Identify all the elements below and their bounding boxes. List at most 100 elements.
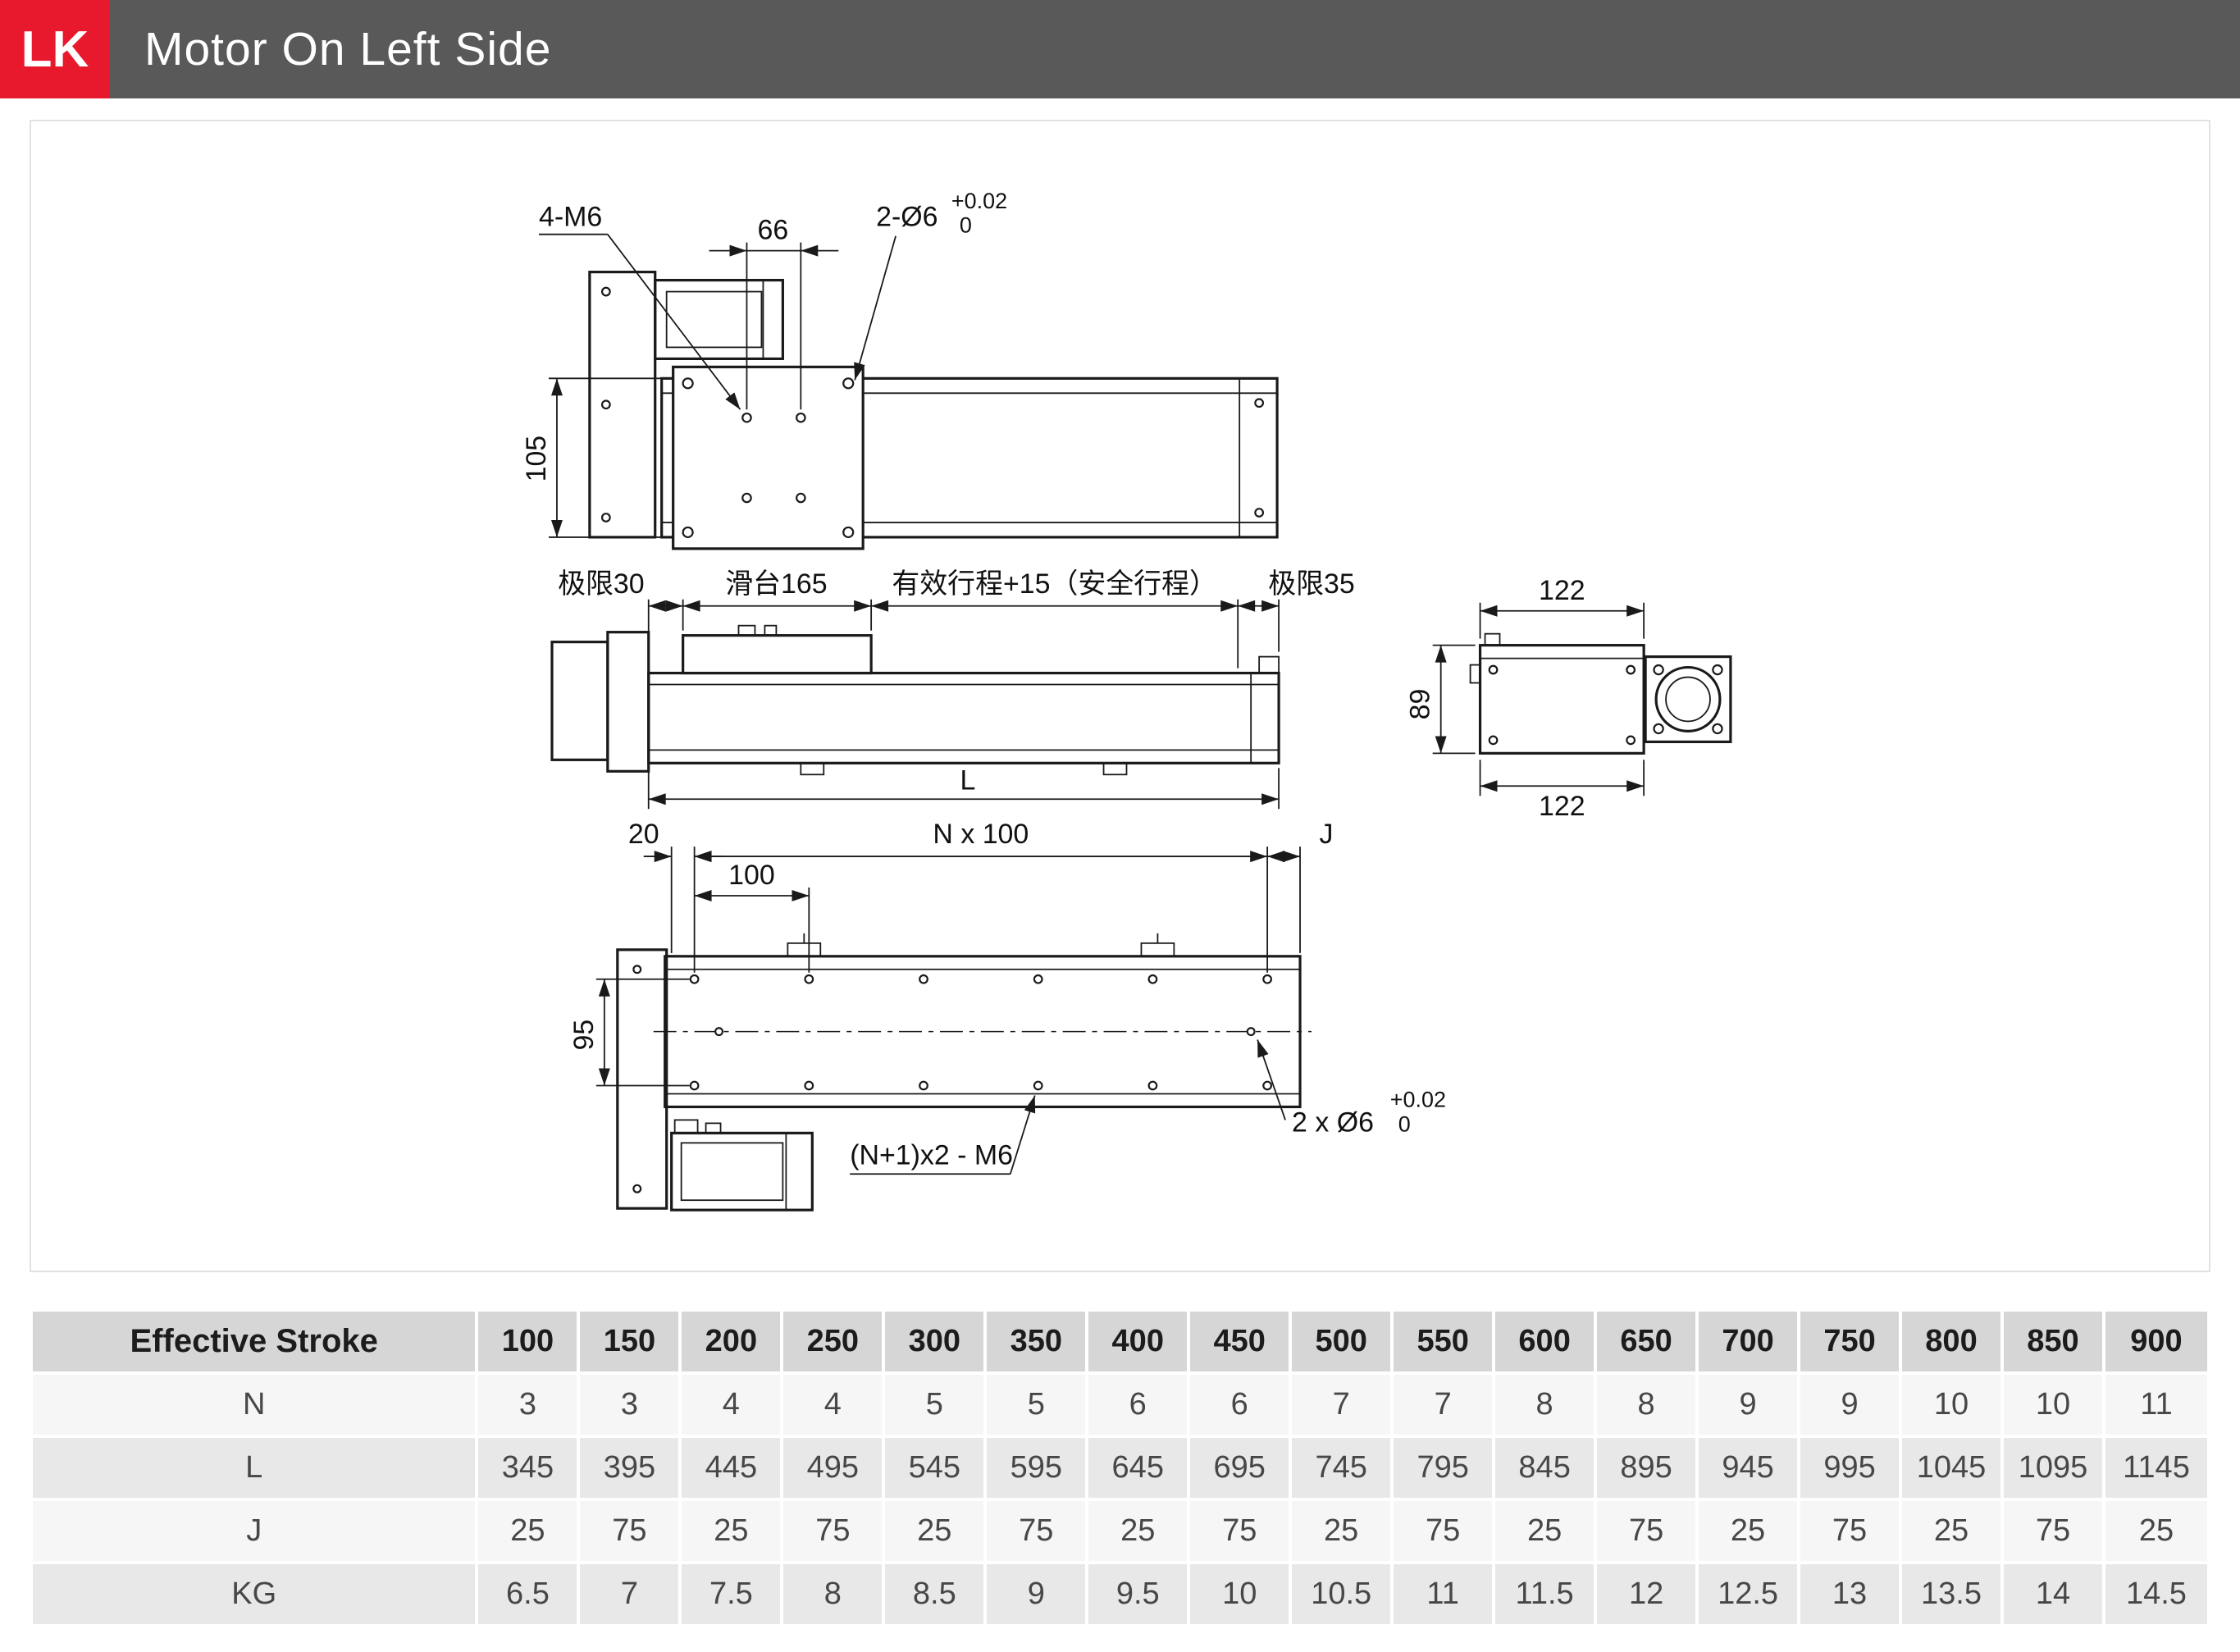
col-header-stroke-value: 900 <box>2105 1312 2207 1371</box>
dim-label: 122 <box>1539 791 1585 822</box>
table-cell: 25 <box>478 1501 581 1561</box>
end-plate <box>588 271 657 539</box>
carriage <box>672 365 865 550</box>
dim-label: L <box>960 764 975 796</box>
table-cell: 25 <box>1902 1501 2004 1561</box>
table-cell: 25 <box>885 1501 988 1561</box>
table-cell: 745 <box>1292 1438 1394 1498</box>
dim-label: 4-M6 <box>539 202 602 233</box>
dim-122-bottom: 122 <box>1479 760 1645 822</box>
table-cell: 11.5 <box>1495 1564 1598 1624</box>
table-cell: 10 <box>2003 1375 2105 1435</box>
table-cell: 645 <box>1088 1438 1191 1498</box>
table-cell: 395 <box>580 1438 682 1498</box>
table-cell: 12.5 <box>1699 1564 1801 1624</box>
dim-label: (N+1)x2 - M6 <box>850 1139 1013 1171</box>
drawing-panel: 4-M6 66 2-Ø6 +0.02 0 105 <box>30 120 2210 1272</box>
top-view: 4-M6 66 2-Ø6 +0.02 0 105 <box>521 189 1279 550</box>
table-cell: 7.5 <box>682 1564 784 1624</box>
col-header-stroke-value: 750 <box>1800 1312 1903 1371</box>
table-cell: 5 <box>885 1375 988 1435</box>
table-cell: 75 <box>783 1501 886 1561</box>
table-cell: 75 <box>580 1501 682 1561</box>
table-cell: 495 <box>783 1438 886 1498</box>
table-cell: 695 <box>1190 1438 1293 1498</box>
table-cell: 14.5 <box>2105 1564 2207 1624</box>
row-label: J <box>33 1501 479 1561</box>
page-title: Motor On Left Side <box>144 23 552 75</box>
table-cell: 1045 <box>1902 1438 2004 1498</box>
side-view: 极限30 滑台165 有效行程+15（安全行程） 极限35 L <box>550 568 1355 810</box>
table-cell: 6.5 <box>478 1564 581 1624</box>
brand-badge: LK <box>0 0 110 98</box>
table-cell: 8.5 <box>885 1564 988 1624</box>
dim-label-slider: 滑台165 <box>725 568 827 600</box>
table-cell: 9 <box>1800 1375 1903 1435</box>
table-cell: 10 <box>1902 1375 2004 1435</box>
table-cell: 25 <box>2105 1501 2207 1561</box>
dim-2-dia6: 2-Ø6 +0.02 0 <box>854 189 1007 381</box>
end-plate-side <box>606 631 650 773</box>
rail-body <box>660 376 1279 539</box>
dim-L: L <box>647 764 1280 810</box>
table-cell: 595 <box>987 1438 1089 1498</box>
dim-nx100: N x 100 <box>694 819 1269 973</box>
col-header-stroke-value: 200 <box>682 1312 784 1371</box>
dim-label: 105 <box>521 436 552 482</box>
table-cell: 14 <box>2003 1564 2105 1624</box>
dim-label-stroke: 有效行程+15（安全行程） <box>892 568 1217 600</box>
table-cell: 25 <box>1088 1501 1191 1561</box>
dim-label: N x 100 <box>933 819 1029 850</box>
col-header-stroke-value: 100 <box>478 1312 581 1371</box>
table-cell: 7 <box>1292 1375 1394 1435</box>
carriage-side <box>682 634 873 675</box>
dim-label: 20 <box>628 819 659 850</box>
callout-dia6-bottom: 2 x Ø6 +0.02 0 <box>1257 1039 1446 1138</box>
table-cell: 3 <box>478 1375 581 1435</box>
table-cell: 75 <box>2003 1501 2105 1561</box>
col-header-stroke-value: 400 <box>1088 1312 1191 1371</box>
row-label: N <box>33 1375 479 1435</box>
table-cell: 13.5 <box>1902 1564 2004 1624</box>
tolerance-lower: 0 <box>1398 1111 1411 1136</box>
table-cell: 12 <box>1597 1564 1699 1624</box>
table-cell: 75 <box>987 1501 1089 1561</box>
body-section <box>1478 644 1645 755</box>
dim-label-limit-right: 极限35 <box>1268 568 1355 600</box>
col-header-effective-stroke: Effective Stroke <box>33 1312 479 1371</box>
dim-95: 95 <box>568 978 690 1087</box>
table-cell: 445 <box>682 1438 784 1498</box>
dim-label-limit-left: 极限30 <box>558 568 645 600</box>
table-cell: 1095 <box>2003 1438 2105 1498</box>
col-header-stroke-value: 500 <box>1292 1312 1394 1371</box>
dim-122-top: 122 <box>1479 575 1645 639</box>
row-label: KG <box>33 1564 479 1624</box>
table-cell: 9.5 <box>1088 1564 1191 1624</box>
dim-100: 100 <box>694 860 810 973</box>
col-header-stroke-value: 700 <box>1699 1312 1801 1371</box>
callout-m6-bottom: (N+1)x2 - M6 <box>850 1095 1036 1175</box>
col-header-stroke-value: 450 <box>1190 1312 1293 1371</box>
table-cell: 10 <box>1190 1564 1293 1624</box>
end-view: 122 89 122 <box>1405 575 1732 822</box>
table-cell: 3 <box>580 1375 682 1435</box>
table-cell: 25 <box>1292 1501 1394 1561</box>
dim-89: 89 <box>1405 644 1476 755</box>
dim-label: 66 <box>758 215 789 246</box>
dim-j: J <box>1267 819 1333 953</box>
table-cell: 13 <box>1800 1564 1903 1624</box>
table-cell: 4 <box>783 1375 886 1435</box>
rail-side <box>647 671 1280 764</box>
table-cell: 7 <box>1394 1375 1496 1435</box>
col-header-stroke-value: 300 <box>885 1312 988 1371</box>
dim-label: 95 <box>568 1020 600 1051</box>
table-cell: 10.5 <box>1292 1564 1394 1624</box>
table-cell: 75 <box>1597 1501 1699 1561</box>
bottom-view: 20 N x 100 J 100 95 (N+1)x2 - M6 <box>568 819 1446 1212</box>
dim-travel: 极限30 滑台165 有效行程+15（安全行程） 极限35 <box>558 568 1355 669</box>
table-cell: 75 <box>1190 1501 1293 1561</box>
table-cell: 11 <box>2105 1375 2207 1435</box>
